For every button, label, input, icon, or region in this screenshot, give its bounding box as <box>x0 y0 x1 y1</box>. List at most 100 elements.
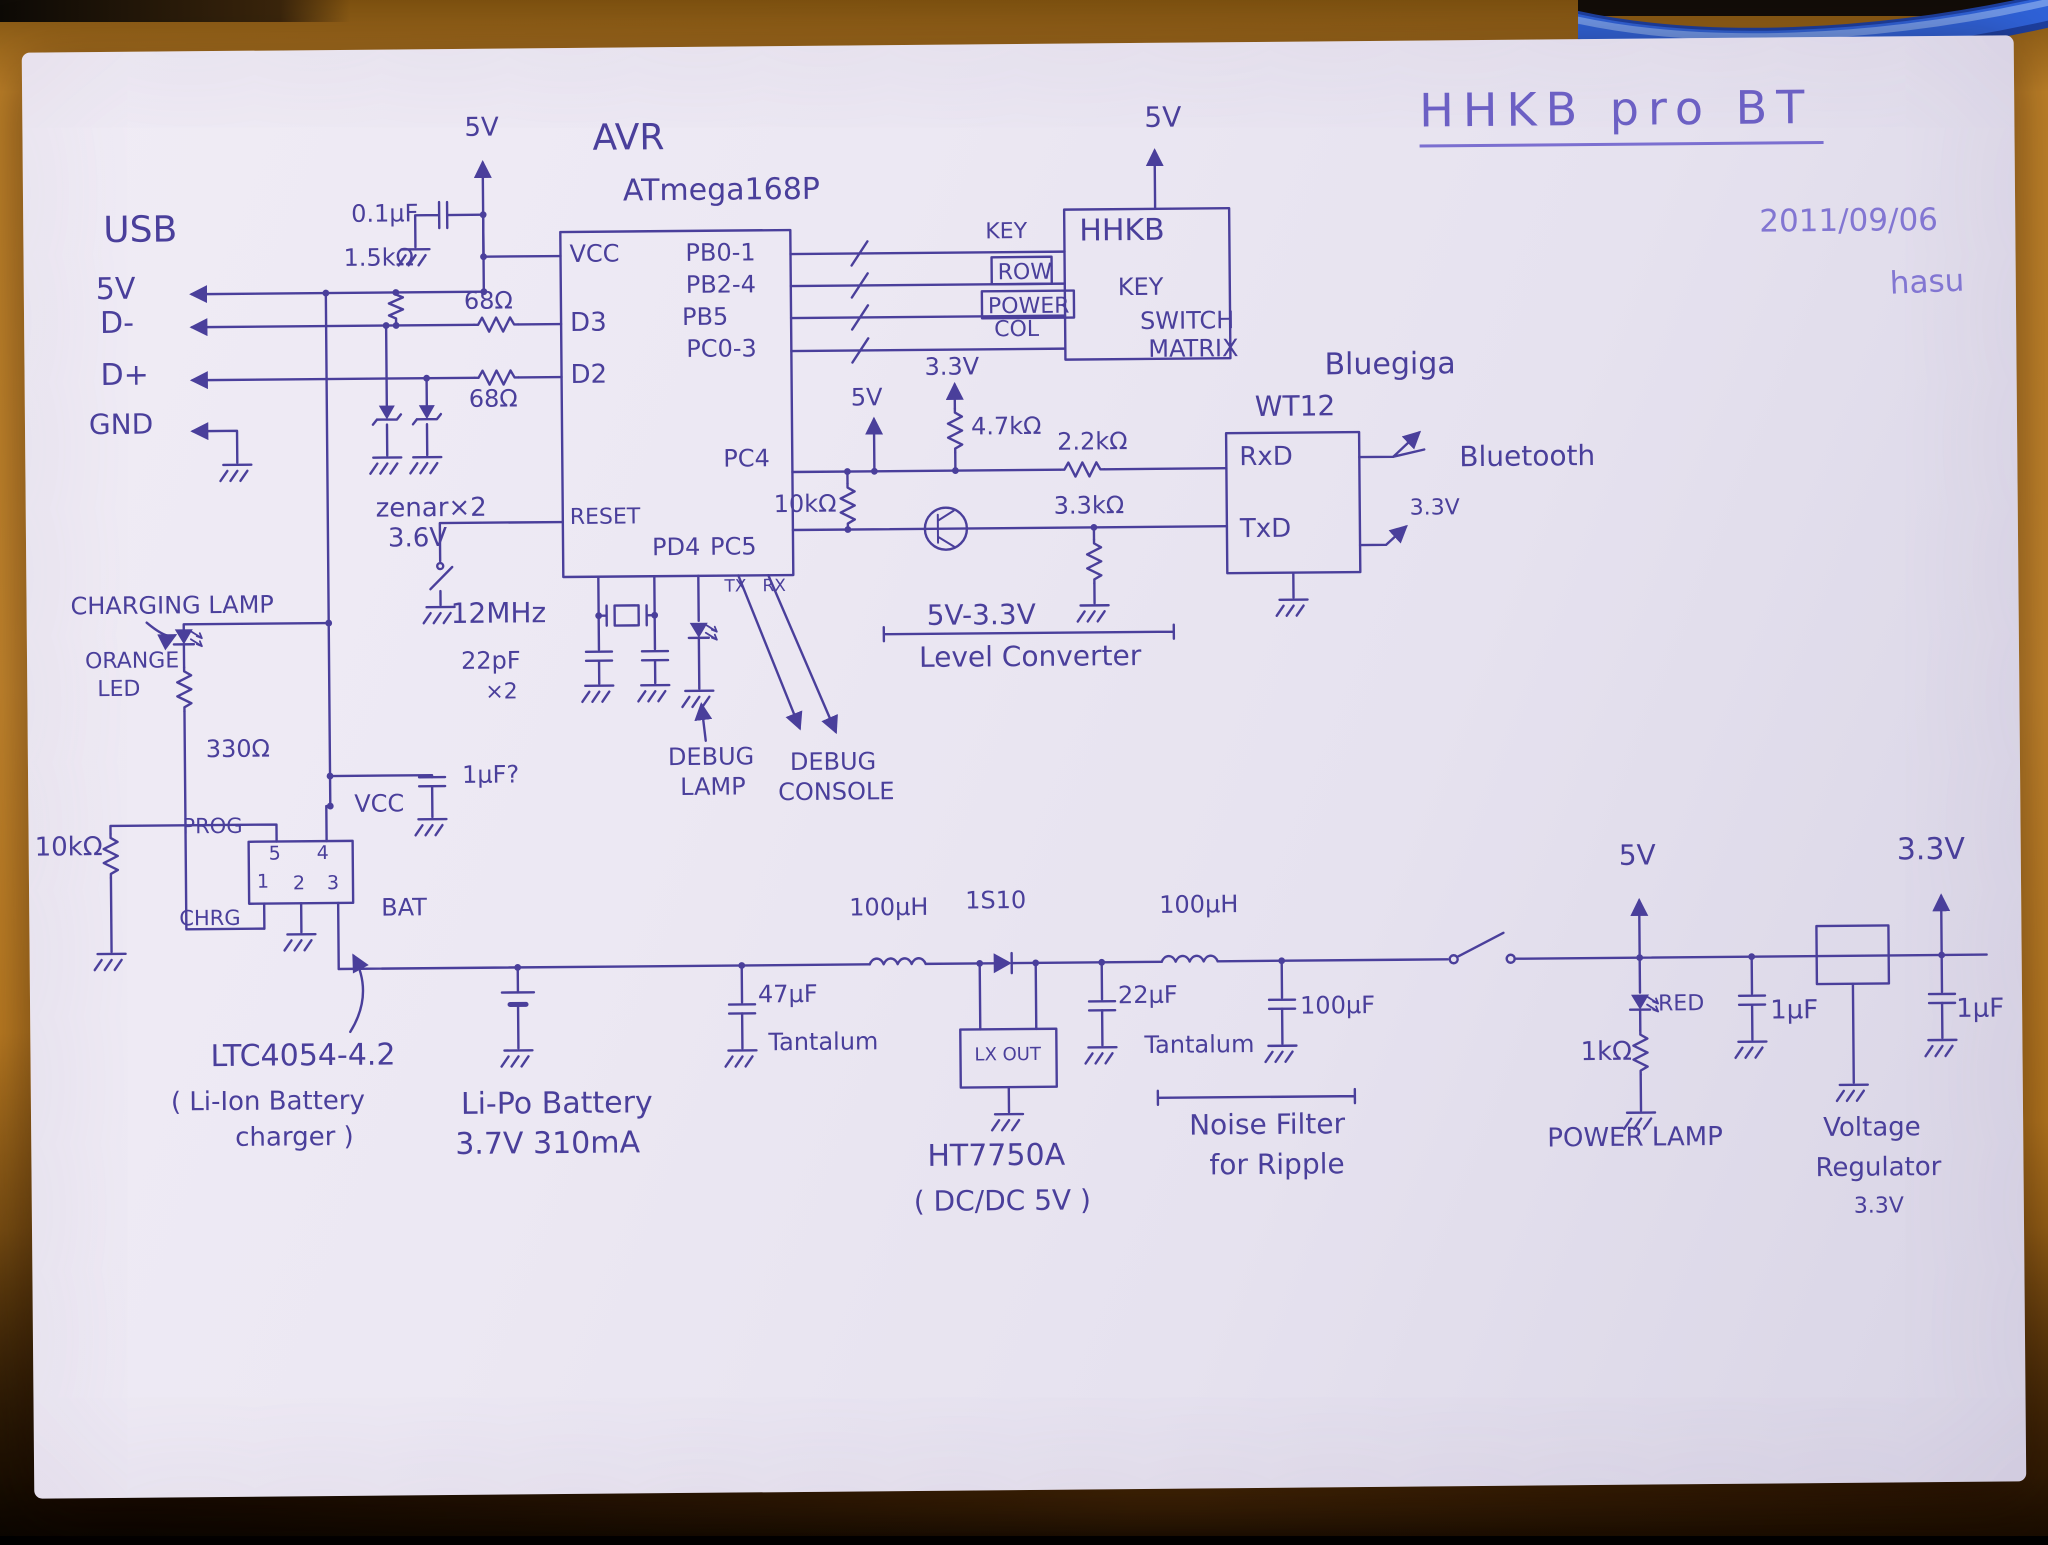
label-charger-desc-2: charger ) <box>235 1121 354 1153</box>
label-bluegiga: Bluegiga <box>1324 346 1456 383</box>
label-avr-pin-pd4: PD4 <box>651 532 701 562</box>
label-orange: ORANGE <box>84 648 180 675</box>
label-zener-label: zenar×2 <box>375 492 487 524</box>
label-avr-pin-vcc: VCC <box>569 239 620 268</box>
label-chg-bat: BAT <box>381 893 428 922</box>
label-avr-heading: AVR <box>592 117 665 159</box>
label-wt12-33v: 3.3V <box>1409 495 1460 521</box>
label-usb-pin-gnd: GND <box>88 407 154 442</box>
label-avr-pin-pc03: PC0-3 <box>686 334 757 363</box>
label-chg-pin5: 5 <box>268 842 281 865</box>
avr-bottom-wires <box>422 520 838 742</box>
label-led-red: RED <box>1657 991 1705 1017</box>
label-res-1k5: 1.5kΩ <box>343 243 415 272</box>
label-lc-title: Level Converter <box>918 638 1142 674</box>
label-sig-col: COL <box>994 316 1040 343</box>
label-chg-chrg: CHRG <box>179 905 241 931</box>
label-orange-led: LED <box>97 676 141 703</box>
label-avr-part: ATmega168P <box>622 171 821 209</box>
label-rx-tag: RX <box>762 576 786 597</box>
table-edge-shadow-right <box>1578 0 2048 16</box>
label-charging-lamp: CHARGING LAMP <box>70 590 274 621</box>
label-avr-pin-pc4: PC4 <box>723 444 770 473</box>
label-debug-lamp-2: LAMP <box>680 772 746 802</box>
avr-to-hhkb-bus <box>789 240 1076 364</box>
label-avr-pin-d2: D2 <box>570 359 608 390</box>
label-usb-heading: USB <box>103 209 178 252</box>
label-avr-pin-pb24: PB2-4 <box>685 270 757 299</box>
label-res-10k-lc: 10kΩ <box>773 489 837 519</box>
label-res-10k-chg: 10kΩ <box>34 832 103 863</box>
label-res-68-top: 68Ω <box>463 286 513 315</box>
label-zener-voltage: 3.6V <box>387 523 448 554</box>
label-hhkb-key: KEY <box>1117 272 1164 302</box>
label-battery-2: 3.7V 310mA <box>455 1125 641 1162</box>
table-edge-shadow-left <box>0 0 350 22</box>
label-cap-47u-type: Tantalum <box>768 1027 879 1057</box>
label-res-1k: 1kΩ <box>1580 1036 1633 1068</box>
label-hhkb-5v: 5V <box>1144 100 1182 134</box>
label-sig-power: POWER <box>987 293 1070 320</box>
label-lc-range: 5V-3.3V <box>926 597 1036 632</box>
label-usb-pin-dplus: D+ <box>100 357 149 394</box>
label-chg-vcc: VCC <box>354 789 405 818</box>
label-res-3k3: 3.3kΩ <box>1053 491 1125 520</box>
label-diode-1s10: 1S10 <box>965 885 1027 915</box>
label-avr-pin-d3: D3 <box>569 307 607 338</box>
label-tx-tag: TX <box>724 576 747 597</box>
label-ind-100u-1: 100μH <box>849 892 929 922</box>
label-avr-pin-pc5: PC5 <box>709 532 757 561</box>
label-usb-pin-5v: 5V <box>95 271 136 308</box>
label-charger-part: LTC4054-4.2 <box>210 1037 396 1075</box>
label-chg-pin3: 3 <box>326 871 340 895</box>
label-cap-47u: 47μF <box>757 979 818 1009</box>
date: 2011/09/06 <box>1759 202 1939 240</box>
label-ht7750-lxout: LX OUT <box>974 1043 1042 1066</box>
label-wt12-rxd: RxD <box>1239 441 1293 473</box>
label-res-68-bottom: 68Ω <box>468 384 518 413</box>
label-chg-prog: PROG <box>182 813 243 839</box>
label-cap-100n: 0.1μF <box>351 199 419 228</box>
label-hhkb-switch: SWITCH <box>1139 306 1235 335</box>
label-cap-1u-b: 1μF <box>1956 993 2005 1024</box>
label-xtal-freq: 12MHz <box>450 596 547 630</box>
label-usb-pin-dminus: D- <box>99 305 135 342</box>
usb-wires <box>189 160 563 483</box>
wt12-box <box>1224 430 1426 617</box>
label-noise-2: for Ripple <box>1209 1147 1345 1182</box>
label-avr-5v: 5V <box>464 112 499 143</box>
label-hhkb-matrix: MATRIX <box>1148 334 1239 363</box>
label-debug-console-1: DEBUG <box>789 747 877 777</box>
label-battery-1: Li-Po Battery <box>460 1085 653 1122</box>
label-hhkb-name: HHKB <box>1079 212 1165 249</box>
label-cap-1u-a: 1μF <box>1770 995 1819 1026</box>
author-signature: hasu <box>1889 262 1965 302</box>
label-wt12: WT12 <box>1254 389 1336 423</box>
label-rail-5v: 5V <box>1618 838 1656 872</box>
label-vreg-3: 3.3V <box>1853 1193 1905 1219</box>
label-debug-lamp-1: DEBUG <box>667 742 755 772</box>
label-lc-33v: 3.3V <box>924 352 980 381</box>
label-ht7750-part: HT7750A <box>927 1137 1066 1174</box>
label-res-330: 330Ω <box>205 734 271 764</box>
label-res-2k2: 2.2kΩ <box>1057 427 1128 456</box>
label-cap-1u-q: 1μF? <box>461 760 520 789</box>
label-power-lamp: POWER LAMP <box>1547 1121 1723 1154</box>
label-cap-22u: 22μF <box>1117 980 1178 1010</box>
avr-box <box>559 228 795 579</box>
label-chg-pin4: 4 <box>316 842 329 865</box>
label-avr-pin-pb01: PB0-1 <box>685 238 756 267</box>
label-rail-33v: 3.3V <box>1896 831 1966 868</box>
label-cap-100u: 100μF <box>1299 990 1376 1020</box>
label-vreg-1: Voltage <box>1823 1112 1921 1144</box>
label-charger-desc-1: ( Li-Ion Battery <box>170 1085 366 1118</box>
label-vreg-2: Regulator <box>1815 1152 1942 1184</box>
label-res-4k7: 4.7kΩ <box>970 411 1042 441</box>
label-wt12-txd: TxD <box>1239 513 1292 545</box>
label-ht7750-desc: ( DC/DC 5V ) <box>913 1183 1092 1218</box>
label-debug-console-2: CONSOLE <box>778 777 895 807</box>
label-cap-22u-type: Tantalum <box>1144 1030 1255 1059</box>
schematic-title: HHKB pro BT <box>1419 80 1824 148</box>
